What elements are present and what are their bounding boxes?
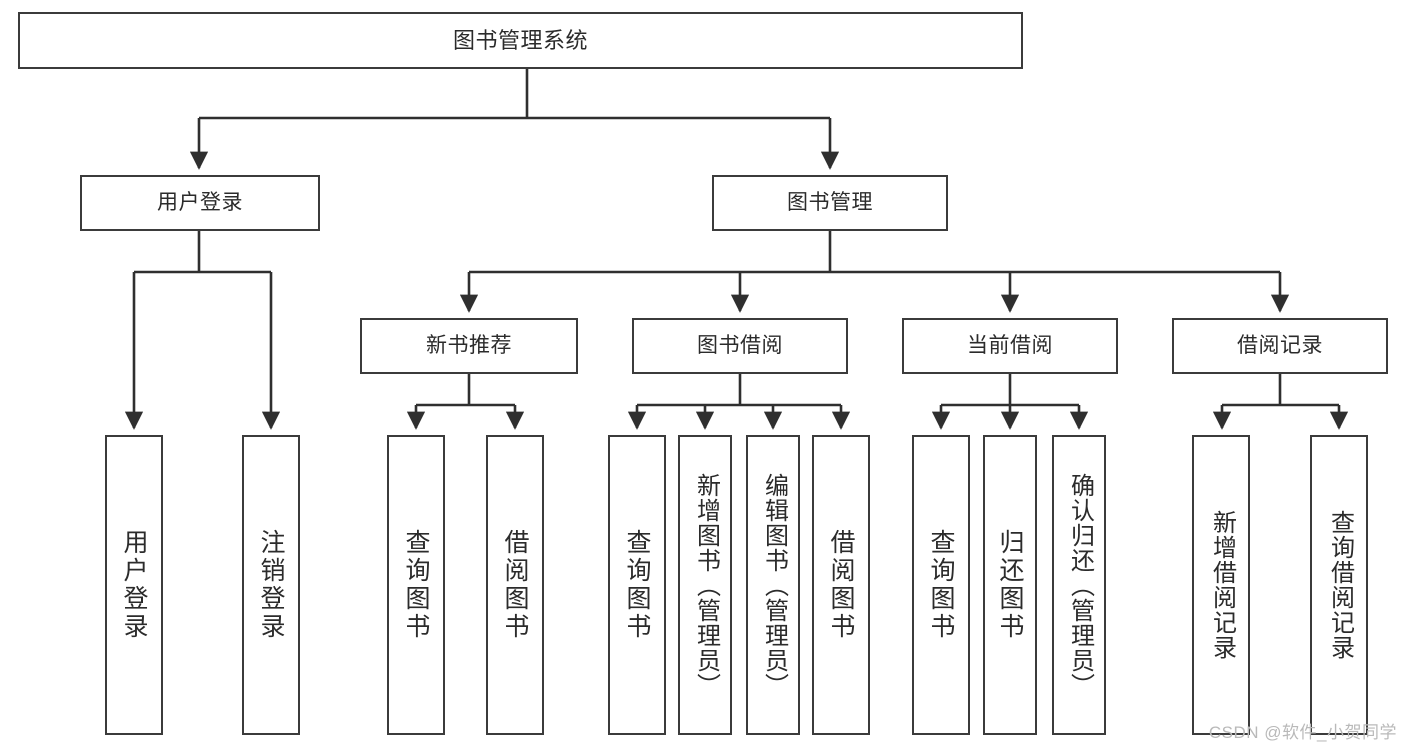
- node-borrow-record[interactable]: 借阅记录: [1172, 318, 1388, 374]
- node-label: 注销登录: [257, 529, 285, 641]
- node-root-system[interactable]: 图书管理系统: [18, 12, 1023, 69]
- csdn-watermark: CSDN @软件_小贺同学: [1208, 723, 1397, 742]
- node-current-borrow[interactable]: 当前借阅: [902, 318, 1118, 374]
- leaf-user-login[interactable]: 用户登录: [105, 435, 163, 735]
- node-book-borrow[interactable]: 图书借阅: [632, 318, 848, 374]
- node-new-book-recommend[interactable]: 新书推荐: [360, 318, 578, 374]
- node-label: 确认归还（管理员）: [1066, 472, 1094, 698]
- node-label: 用户登录: [120, 529, 148, 641]
- leaf-borrow-book[interactable]: 借阅图书: [812, 435, 870, 735]
- node-label: 新增借阅记录: [1208, 510, 1236, 660]
- node-label: 图书借阅: [697, 333, 783, 357]
- leaf-add-borrow-record[interactable]: 新增借阅记录: [1192, 435, 1250, 735]
- node-book-management[interactable]: 图书管理: [712, 175, 948, 231]
- node-label: 图书管理系统: [452, 27, 588, 53]
- leaf-query-book-borrow[interactable]: 查询图书: [608, 435, 666, 735]
- node-label: 借阅图书: [501, 529, 529, 641]
- leaf-query-borrow-record[interactable]: 查询借阅记录: [1310, 435, 1368, 735]
- node-user-login[interactable]: 用户登录: [80, 175, 320, 231]
- leaf-edit-book-admin[interactable]: 编辑图书（管理员）: [746, 435, 800, 735]
- node-label: 查询借阅记录: [1326, 510, 1354, 660]
- leaf-return-book[interactable]: 归还图书: [983, 435, 1037, 735]
- leaf-query-book-new[interactable]: 查询图书: [387, 435, 445, 735]
- leaf-logout[interactable]: 注销登录: [242, 435, 300, 735]
- leaf-borrow-book-new[interactable]: 借阅图书: [486, 435, 544, 735]
- leaf-add-book-admin[interactable]: 新增图书（管理员）: [678, 435, 732, 735]
- leaf-query-book-current[interactable]: 查询图书: [912, 435, 970, 735]
- node-label: 新增图书（管理员）: [692, 472, 720, 698]
- node-label: 借阅记录: [1237, 333, 1323, 357]
- node-label: 当前借阅: [967, 333, 1053, 357]
- node-label: 查询图书: [623, 529, 651, 641]
- node-label: 借阅图书: [827, 529, 855, 641]
- node-label: 图书管理: [787, 190, 873, 214]
- node-label: 查询图书: [402, 529, 430, 641]
- node-label: 新书推荐: [426, 333, 512, 357]
- node-label: 用户登录: [157, 190, 243, 214]
- leaf-confirm-return-admin[interactable]: 确认归还（管理员）: [1052, 435, 1106, 735]
- node-label: 编辑图书（管理员）: [760, 472, 788, 698]
- node-label: 查询图书: [927, 529, 955, 641]
- node-label: 归还图书: [996, 529, 1024, 641]
